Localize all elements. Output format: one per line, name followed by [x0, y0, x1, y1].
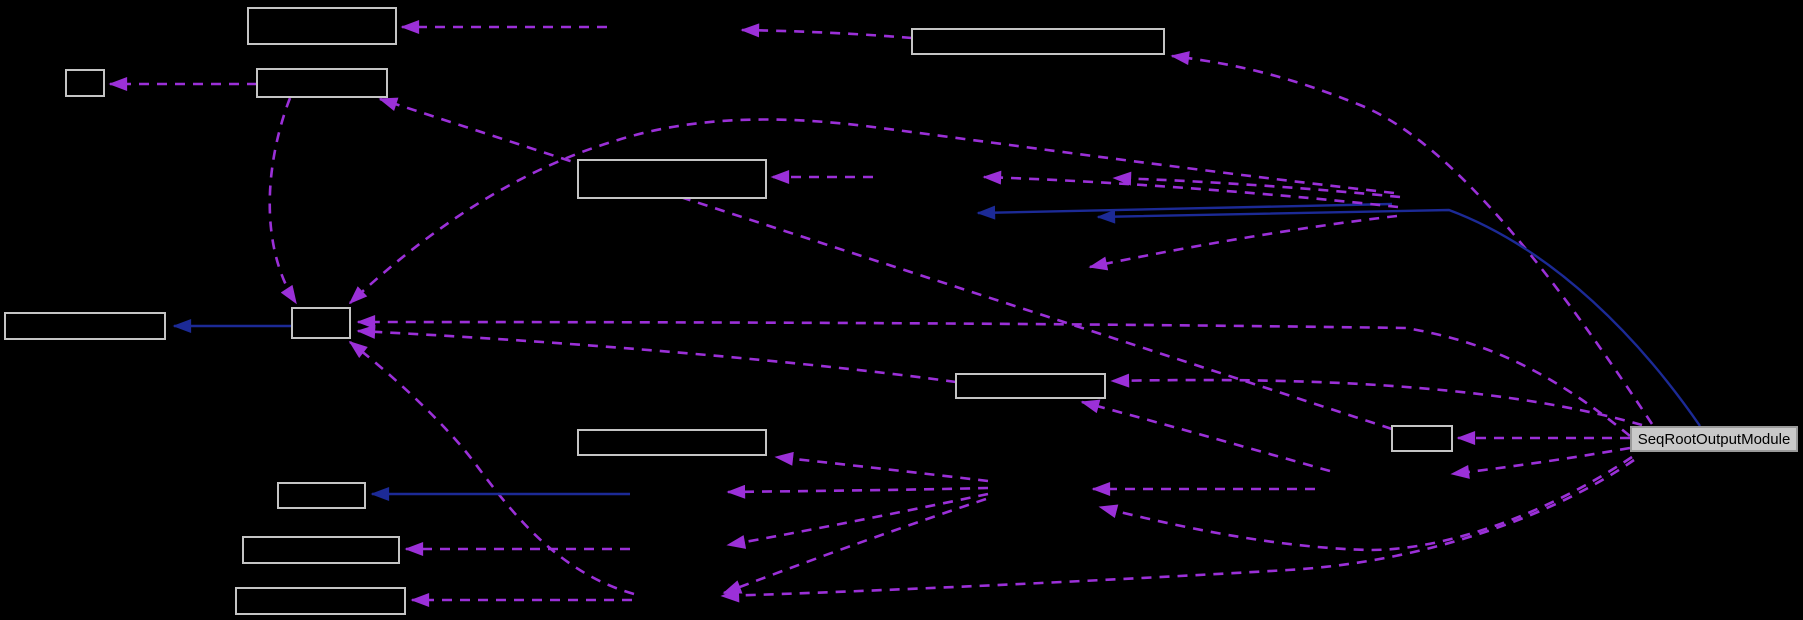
node-box[interactable] [65, 69, 105, 97]
node-box[interactable] [577, 159, 767, 199]
usage-edge [722, 497, 987, 595]
usage-edge [1110, 373, 1643, 427]
node-box[interactable] [235, 587, 406, 615]
node-box[interactable] [4, 312, 166, 340]
edges-layer [108, 20, 1701, 607]
usage-edge [982, 170, 1399, 209]
node-box[interactable] [1391, 425, 1453, 452]
usage-edge [726, 484, 989, 499]
usage-edge [1450, 446, 1631, 479]
inheritance-edge [976, 202, 1393, 220]
nodes-layer: SeqRootOutputModule [4, 7, 1798, 615]
usage-edge [348, 118, 1395, 305]
usage-edge [740, 23, 913, 40]
usage-edge [1088, 214, 1398, 271]
usage-edge [356, 324, 957, 384]
node-box[interactable] [277, 482, 366, 509]
node-label: SeqRootOutputModule [1638, 431, 1791, 448]
usage-edge [1170, 51, 1654, 425]
usage-edge [268, 97, 298, 305]
usage-edge [356, 315, 1631, 438]
node-box[interactable] [256, 68, 388, 98]
usage-edge [1098, 455, 1633, 552]
usage-edge [348, 340, 635, 596]
node-box[interactable] [247, 7, 397, 45]
usage-edge [726, 492, 989, 549]
node-box[interactable] [242, 536, 400, 564]
inheritance-edge [1096, 208, 1701, 427]
node-box[interactable] [291, 307, 351, 339]
usage-edge [720, 458, 1635, 603]
node-box[interactable] [577, 429, 767, 456]
node-box[interactable] [911, 28, 1165, 55]
node-box[interactable] [955, 373, 1106, 399]
usage-edge [1080, 399, 1331, 473]
usage-edge [378, 97, 1393, 431]
node-seqrootoutputmodule[interactable] [1630, 426, 1798, 452]
usage-edge [774, 451, 989, 483]
